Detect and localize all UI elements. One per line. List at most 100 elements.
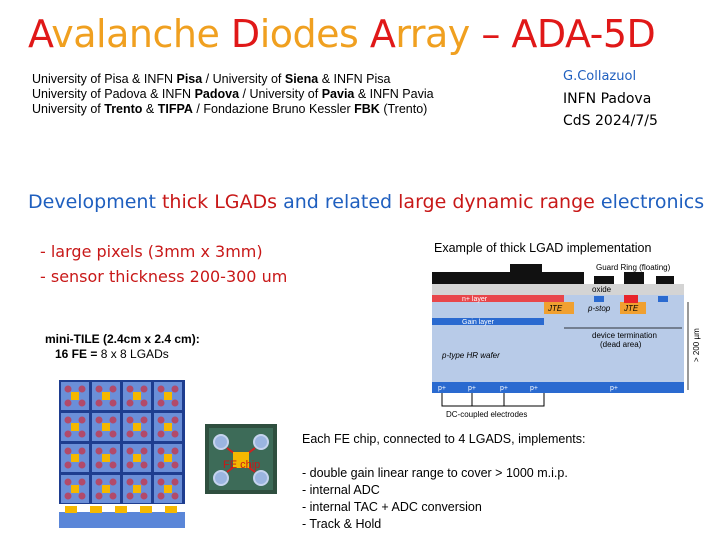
mini-tile-title: mini-TILE (2.4cm x 2.4 cm): [45,332,200,346]
mini-tile-lgad-count: 8 x 8 LGADs [100,347,169,361]
example-caption: Example of thick LGAD implementation [434,241,652,255]
lgad-pad [78,447,86,455]
mini-tile-graphic [59,380,185,528]
lgad-pad [78,430,86,438]
label-wafer: p-type HR wafer [441,351,500,360]
lgad-pad [95,492,103,500]
label-p-plus: p+ [610,385,618,392]
fe-item: - internal TAC + ADC conversion [302,500,482,514]
lgad-pad [140,478,148,486]
jte-left [544,302,574,314]
lgad-pad [95,430,103,438]
label-p-plus: p+ [530,385,538,392]
bullet-list: - large pixels (3mm x 3mm) - sensor thic… [40,239,287,289]
title-part-valanche: valanche [51,12,231,56]
aff-text: / Fondazione Bruno Kessler [192,102,355,116]
fe-chip-cell [61,413,89,441]
lgad-pad [78,399,86,407]
side-bump [65,506,77,513]
lgad-pad [140,461,148,469]
affiliation-line-3: University of Trento & TIFPA / Fondazion… [32,102,434,117]
label-p-stop: p-stop [587,304,611,313]
lgad-pad [64,461,72,469]
fe-die [133,485,141,493]
aff-bold: Pavia [321,87,355,101]
title-letter-a: A [28,12,52,56]
fe-die [133,392,141,400]
lgad-pad [171,478,179,486]
bullet-large-pixels: - large pixels (3mm x 3mm) [40,242,263,261]
lgad-pad [95,447,103,455]
label-oxide: oxide [592,285,612,294]
fe-die [164,392,172,400]
fe-chip-cell [92,444,120,472]
fe-chip-die [233,452,249,468]
side-bump [140,506,152,513]
fe-chip-pad [213,470,229,486]
fe-chip-pad [213,434,229,450]
tile-side-view [59,512,185,528]
lgad-pad [171,399,179,407]
fe-chip-cell [154,382,182,410]
fe-item: - double gain linear range to cover > 10… [302,466,568,480]
lgad-pad [157,385,165,393]
dev-highlight: thick LGADs [161,191,278,213]
lgad-pad [140,399,148,407]
aff-bold: Trento [104,102,143,116]
lgad-pad [64,399,72,407]
lgad-pad [126,492,134,500]
lgad-pad [95,385,103,393]
lgad-pad [157,461,165,469]
lgad-pad [64,385,72,393]
lgad-pad [78,461,86,469]
fe-chip-pad [253,434,269,450]
aff-text: University of [32,102,105,116]
lgad-pad [64,430,72,438]
aff-text: & INFN Pisa [318,72,391,86]
dev-text: Development [28,191,162,213]
author-block: G.Collazuol INFN Padova CdS 2024/7/5 [563,66,658,132]
p-plus-backside [432,382,684,393]
fe-die [102,485,110,493]
author-affiliation: INFN Padova [563,91,652,107]
lgad-pad [95,416,103,424]
side-bump [90,506,102,513]
lgad-pad [109,399,117,407]
slide-title: Avalanche Diodes Array – ADA-5D [28,12,656,56]
event-date: CdS 2024/7/5 [563,113,658,129]
development-heading: Development thick LGADs and related larg… [28,191,704,213]
fe-description: Each FE chip, connected to 4 LGADS, impl… [302,431,585,533]
aff-bold: Pisa [176,72,203,86]
lgad-pad [157,416,165,424]
lgad-pad [171,447,179,455]
n-plus-layer [432,295,564,302]
lgad-pad [109,478,117,486]
lgad-pad [126,461,134,469]
fe-die [133,423,141,431]
fe-chip-cell [92,382,120,410]
label-dead-area: (dead area) [600,340,642,349]
lgad-pad [157,492,165,500]
fe-chip-cell [92,413,120,441]
author-name: G.Collazuol [563,69,637,84]
fe-chip-cell [123,413,151,441]
lgad-pad [109,447,117,455]
fe-die [102,392,110,400]
fe-chip-cell [123,444,151,472]
label-jte-right: JTE [623,304,639,313]
fe-item: - internal ADC [302,483,380,497]
lgad-pad [109,461,117,469]
lgad-pad [157,478,165,486]
lgad-pad [140,492,148,500]
lgad-pad [157,399,165,407]
affiliation-line-2: University of Padova & INFN Padova / Uni… [32,87,434,102]
gain-layer [432,318,544,325]
lgad-pad [140,416,148,424]
lgad-diagram: Guard Ring (floating) oxide n+ layer JTE… [432,263,701,419]
fe-chip-cell [123,382,151,410]
tile-bumps [65,506,177,513]
lgad-pad [64,416,72,424]
lgad-pad [64,478,72,486]
title-part-ada5d: – ADA-5D [469,12,656,56]
lgad-pad [171,416,179,424]
